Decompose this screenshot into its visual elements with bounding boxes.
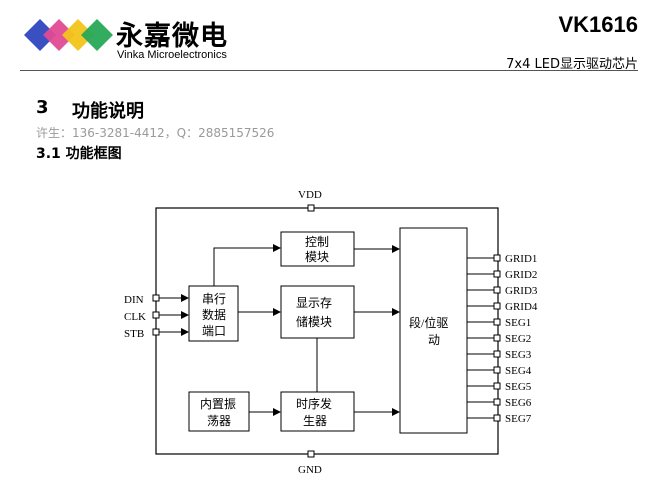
subsection-title: 3.1 功能框图 xyxy=(36,146,122,162)
section-title: 功能说明 xyxy=(72,101,144,122)
output-pin-seg2: SEG2 xyxy=(467,333,531,345)
chip-subtitle: 7x4 LED显示驱动芯片 xyxy=(506,57,638,72)
gnd-label: GND xyxy=(298,464,322,476)
segment-grid-driver-block xyxy=(399,227,468,434)
output-pin-seg7: SEG7 xyxy=(467,413,532,425)
svg-text:荡器: 荡器 xyxy=(207,414,231,428)
svg-text:SEG2: SEG2 xyxy=(505,333,531,345)
svg-text:内置振: 内置振 xyxy=(200,397,236,411)
svg-text:SEG1: SEG1 xyxy=(505,317,531,329)
output-pin-seg3: SEG3 xyxy=(467,349,532,361)
clk-label: CLK xyxy=(124,311,146,323)
output-pin-grid4: GRID4 xyxy=(467,301,538,313)
svg-text:SEG7: SEG7 xyxy=(505,413,532,425)
timing-generator-block xyxy=(280,391,355,432)
output-pin-seg6: SEG6 xyxy=(467,397,532,409)
brand-english-name: Vinka Microelectronics xyxy=(117,49,227,61)
output-pin-seg5: SEG5 xyxy=(467,381,532,393)
svg-text:时序发: 时序发 xyxy=(296,396,332,411)
section-number: 3 xyxy=(36,97,49,118)
svg-text:生器: 生器 xyxy=(303,414,327,428)
svg-text:动: 动 xyxy=(428,333,440,347)
output-pin-grid2: GRID2 xyxy=(467,269,537,281)
svg-text:段/位驱: 段/位驱 xyxy=(409,315,448,330)
output-pins: GRID1 GRID2 GRID3 GRID4 SEG1 SEG2 SEG3 S… xyxy=(467,253,538,425)
vinka-logo xyxy=(24,19,113,51)
svg-text:SEG5: SEG5 xyxy=(505,381,532,393)
output-pin-seg4: SEG4 xyxy=(467,365,532,377)
serial-data-port-block xyxy=(188,285,239,342)
clk-pin xyxy=(152,311,160,319)
svg-text:GRID2: GRID2 xyxy=(505,269,537,281)
logo-diamond-pink xyxy=(43,19,75,51)
vdd-label: VDD xyxy=(298,189,322,201)
stb-label: STB xyxy=(124,328,144,340)
svg-text:GRID4: GRID4 xyxy=(505,301,538,313)
svg-text:SEG3: SEG3 xyxy=(505,349,532,361)
output-pin-grid1: GRID1 xyxy=(467,253,537,265)
svg-text:串行: 串行 xyxy=(202,292,226,306)
svg-text:储模块: 储模块 xyxy=(296,314,332,329)
svg-text:SEG6: SEG6 xyxy=(505,397,532,409)
chip-name: VK1616 xyxy=(558,12,638,37)
svg-text:SEG4: SEG4 xyxy=(505,365,532,377)
din-label: DIN xyxy=(124,294,144,306)
vdd-pin xyxy=(307,204,315,212)
gnd-pin xyxy=(307,450,315,458)
logo-diamond-green xyxy=(81,19,113,51)
header-divider xyxy=(20,70,638,71)
control-module-block xyxy=(280,231,355,267)
svg-text:GRID3: GRID3 xyxy=(505,285,538,297)
logo-diamond-yellow xyxy=(62,19,94,51)
output-pin-seg1: SEG1 xyxy=(467,317,531,329)
display-memory-block xyxy=(280,285,355,339)
stb-pin xyxy=(152,328,160,336)
output-pin-grid3: GRID3 xyxy=(467,285,538,297)
svg-text:控制: 控制 xyxy=(305,235,329,249)
logo-diamond-blue xyxy=(24,19,56,51)
function-block-diagram: VDD GND DIN CLK STB 串行 数据 端口 控制 模块 显示存 储… xyxy=(124,189,538,476)
svg-text:GRID1: GRID1 xyxy=(505,253,537,265)
svg-text:显示存: 显示存 xyxy=(296,296,332,310)
din-pin xyxy=(152,294,160,302)
svg-text:端口: 端口 xyxy=(202,324,226,338)
svg-text:模块: 模块 xyxy=(305,250,329,264)
contact-line: 许生：136-3281-4412，Q：2885157526 xyxy=(36,126,275,140)
svg-text:数据: 数据 xyxy=(202,307,226,322)
brand-chinese-name: 永嘉微电 xyxy=(116,21,228,52)
